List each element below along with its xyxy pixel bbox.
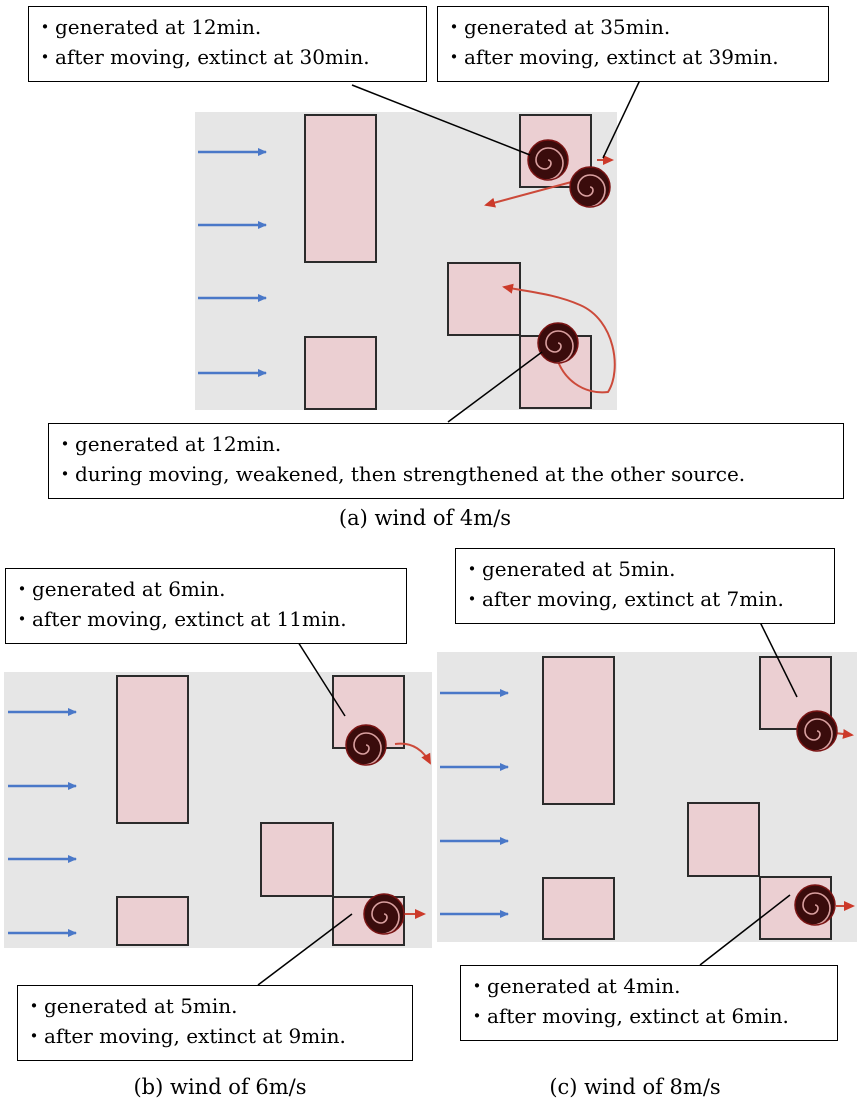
note-line: ・after moving, extinct at 30min. — [35, 45, 370, 69]
panel-b-wind-arrows — [8, 708, 77, 937]
note-line: ・generated at 12min. — [55, 432, 282, 456]
panel-b-trajectories — [394, 742, 431, 919]
leader-line — [699, 894, 791, 966]
note-line: ・after moving, extinct at 11min. — [12, 607, 347, 631]
panel-b-building-bottom-left — [116, 896, 189, 946]
panel-b-note-top: ・generated at 6min. ・after moving, extin… — [5, 568, 407, 644]
trajectory-arrow — [834, 728, 854, 739]
panel-a-leader-lines — [351, 79, 641, 423]
panel-c-leader-lines — [699, 621, 798, 966]
panel-c-note-bottom: ・generated at 4min. ・after moving, extin… — [460, 965, 838, 1041]
panel-a-caption: (a) wind of 4m/s — [338, 506, 512, 530]
leader-line — [297, 641, 346, 717]
panel-a-note-bottom: ・generated at 12min. ・during moving, wea… — [48, 423, 844, 499]
panel-b-leader-lines — [257, 641, 353, 986]
leader-line — [257, 913, 353, 986]
leader-line — [759, 621, 798, 698]
note-line: ・during moving, weakened, then strengthe… — [55, 462, 746, 486]
panel-a-building-bottom-right — [519, 335, 592, 409]
panel-c-caption: (c) wind of 8m/s — [549, 1075, 721, 1099]
leader-line — [351, 84, 531, 156]
leader-line — [602, 79, 641, 159]
trajectory-arrow — [394, 742, 431, 765]
panel-c-trajectories — [834, 728, 855, 911]
note-line: ・after moving, extinct at 9min. — [24, 1024, 346, 1048]
note-line: ・generated at 5min. — [462, 557, 676, 581]
note-line: ・generated at 6min. — [12, 577, 226, 601]
trajectory-arrow — [502, 283, 616, 394]
panel-b-building-middle — [260, 822, 334, 897]
note-line: ・after moving, extinct at 7min. — [462, 587, 784, 611]
panel-a-note-top-left: ・generated at 12min. ・after moving, exti… — [28, 6, 427, 82]
panel-a-building-tall — [304, 114, 377, 263]
panel-a-wind-arrows — [198, 148, 267, 377]
panel-b-note-bottom: ・generated at 5min. ・after moving, extin… — [17, 985, 413, 1061]
vortex-icon — [794, 884, 836, 926]
panel-c-wind-arrows — [440, 689, 509, 918]
panel-c-note-top: ・generated at 5min. ・after moving, extin… — [455, 548, 835, 624]
vortex-icon — [345, 724, 387, 766]
note-line: ・generated at 12min. — [35, 15, 262, 39]
panel-b-building-tall — [116, 675, 189, 824]
leader-line — [447, 351, 543, 423]
vortex-icon — [527, 139, 569, 181]
vortex-icon — [363, 893, 405, 935]
panel-b-caption: (b) wind of 6m/s — [133, 1075, 307, 1099]
note-line: ・generated at 4min. — [467, 974, 681, 998]
vortex-icon — [537, 322, 579, 364]
panel-c-building-tall — [542, 656, 615, 805]
note-line: ・generated at 35min. — [444, 15, 671, 39]
vortex-icon — [796, 710, 838, 752]
vortex-icon — [569, 166, 611, 208]
panel-a-building-bottom-left — [304, 336, 377, 410]
panel-c-building-bottom-left — [542, 877, 615, 940]
note-line: ・after moving, extinct at 6min. — [467, 1004, 789, 1028]
panel-a-note-top-right: ・generated at 35min. ・after moving, exti… — [437, 6, 829, 82]
panel-a-building-middle — [447, 262, 521, 336]
note-line: ・after moving, extinct at 39min. — [444, 45, 779, 69]
panel-c-building-middle — [687, 802, 760, 877]
note-line: ・generated at 5min. — [24, 994, 238, 1018]
